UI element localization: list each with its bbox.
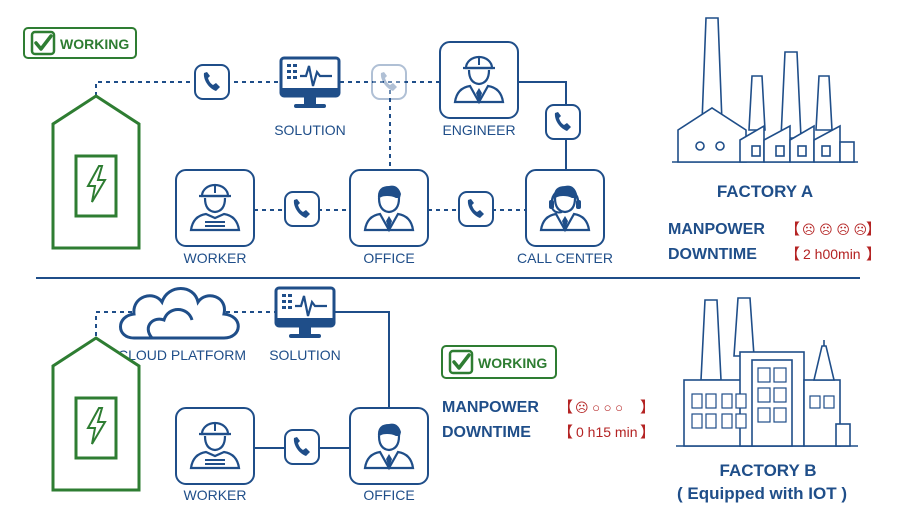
phone-icon [194, 64, 230, 100]
manpower-bracket-open-b: 【 [558, 399, 573, 416]
manpower-label-b: MANPOWER [442, 399, 539, 416]
downtime-bracket-close-a: 】 [866, 246, 881, 263]
downtime-value-a: 2 h00min [803, 246, 861, 262]
downtime-label-b: DOWNTIME [442, 424, 531, 441]
downtime-value-b: 0 h15 min [576, 424, 637, 440]
phone-ring-icon [284, 191, 320, 227]
office-label-bottom: OFFICE [363, 487, 414, 503]
check-icon [30, 30, 56, 56]
worker-label-bottom: WORKER [184, 487, 247, 503]
manpower-value-b: ☹ ○ ○ ○ [575, 400, 623, 415]
factory-icon-b [676, 297, 858, 447]
manpower-bracket-close-b: 】 [640, 399, 655, 416]
monitor-icon [274, 286, 336, 340]
manpower-value-a: ☹ ☹ ☹ ☹ [802, 222, 867, 237]
phone-icon-faded [371, 64, 407, 100]
svg-text:WORKING: WORKING [478, 355, 547, 371]
solution-label-bottom: SOLUTION [269, 347, 341, 363]
downtime-bracket-open-b: 【 [558, 424, 573, 441]
downtime-bracket-close-b: 】 [640, 424, 655, 441]
working-badge-bottom: WORKING [441, 345, 557, 379]
factory-a-label: FACTORY A [717, 182, 813, 201]
manpower-bracket-close-a: 】 [866, 221, 881, 238]
manpower-bracket-open-a: 【 [785, 221, 800, 238]
call-center-label: CALL CENTER [517, 250, 613, 266]
check-icon [448, 349, 474, 375]
cloud-platform-label: CLOUD PLATFORM [118, 347, 246, 363]
phone-ring-icon [284, 429, 320, 465]
working-badge-top: WORKING [23, 27, 137, 59]
factory-b-subtitle: ( Equipped with IOT ) [677, 484, 847, 503]
downtime-label-a: DOWNTIME [668, 246, 757, 263]
worker-label-top: WORKER [184, 250, 247, 266]
svg-text:WORKING: WORKING [60, 36, 129, 52]
solution-label-top: SOLUTION [274, 122, 346, 138]
engineer-label: ENGINEER [442, 122, 515, 138]
factory-b-label: FACTORY B [720, 461, 817, 480]
house-icon [51, 94, 141, 250]
office-label-top: OFFICE [363, 250, 414, 266]
phone-icon [458, 191, 494, 227]
downtime-bracket-open-a: 【 [785, 246, 800, 263]
house-icon [51, 336, 141, 492]
factory-icon-a [672, 17, 858, 163]
monitor-icon [279, 56, 341, 110]
cloud-icon [119, 287, 240, 340]
phone-icon [545, 104, 581, 140]
manpower-label-a: MANPOWER [668, 221, 765, 238]
